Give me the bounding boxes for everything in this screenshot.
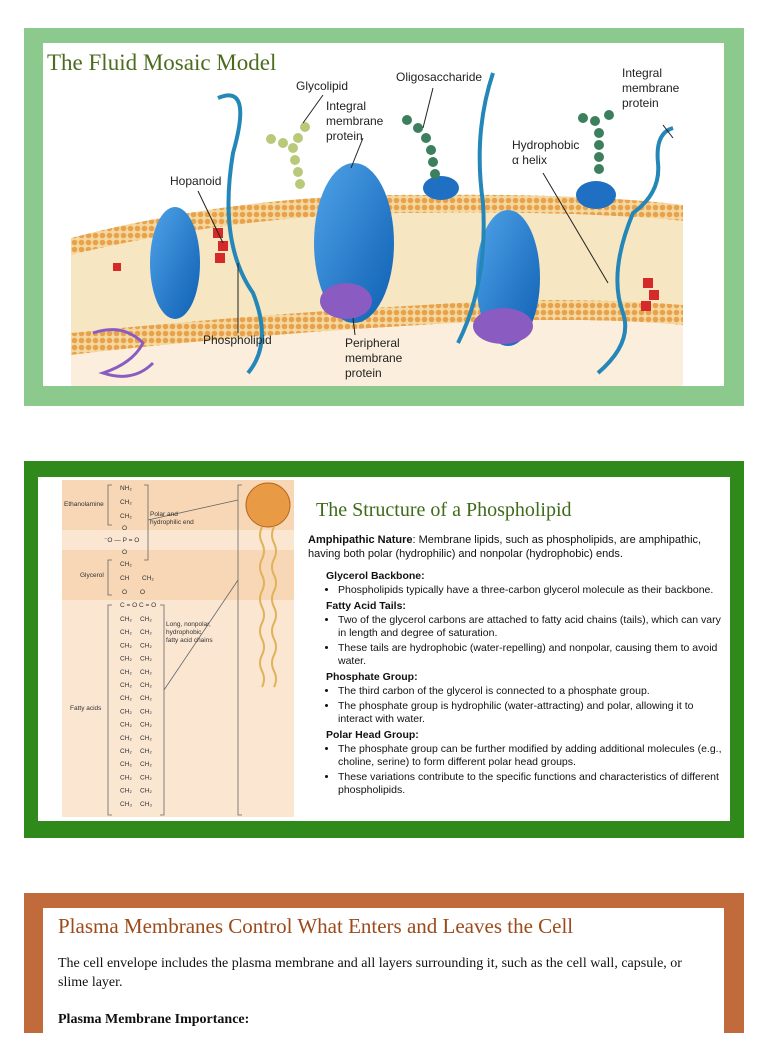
chain-group-label: CH₂ xyxy=(140,669,152,676)
membrane-upper-leaflet xyxy=(71,194,683,255)
chain-group-label: CH₂ xyxy=(120,695,132,702)
chain-group-label: CH₂ xyxy=(140,642,152,649)
section-list: Glycerol Backbone: Phospholipids typicall… xyxy=(308,569,723,797)
slide-content: The Fluid Mosaic Model Glycolipid Integr… xyxy=(43,43,724,386)
chain-group-label: CH₂ xyxy=(120,788,132,795)
chain-group-label: CH₂ xyxy=(140,682,152,689)
slide-phospholipid-structure: Ethanolamine Glycerol Fatty acids Polar … xyxy=(24,461,744,838)
svg-text:O: O xyxy=(140,589,145,596)
integral-protein-center xyxy=(314,163,394,323)
bullet-item: The phosphate group is hydrophilic (wate… xyxy=(338,700,723,726)
intro-paragraph: Amphipathic Nature: Membrane lipids, suc… xyxy=(308,534,702,560)
label-peripheral-protein: Peripheral membrane protein xyxy=(345,336,403,380)
svg-text:O: O xyxy=(122,549,127,556)
chain-group-label: CH₂ xyxy=(140,761,152,768)
bullet-list: Two of the glycerol carbons are attached… xyxy=(326,614,723,668)
svg-text:fatty acid chains: fatty acid chains xyxy=(166,637,213,644)
section-heading: Phosphate Group: xyxy=(326,671,418,683)
chain-group-label: CH₂ xyxy=(120,761,132,768)
fluid-mosaic-illustration xyxy=(71,72,683,386)
label-oligosaccharide: Oligosaccharide xyxy=(396,70,483,84)
chain-group-label: CH₂ xyxy=(140,722,152,729)
phospholipid-tail-icon xyxy=(259,526,265,688)
chain-group-label: CH₃ xyxy=(120,801,132,808)
chain-group-label: CH₂ xyxy=(120,616,132,623)
svg-text:Polar and: Polar and xyxy=(150,511,178,518)
bullet-item: Phospholipids typically have a three-car… xyxy=(338,584,723,597)
section-heading: Glycerol Backbone: xyxy=(326,570,425,582)
phospholipid-head-icon xyxy=(245,482,291,528)
integral-protein-left xyxy=(150,207,200,319)
slide-title: The Fluid Mosaic Model xyxy=(47,50,277,75)
peripheral-protein xyxy=(320,283,372,319)
chain-group-label: CH₂ xyxy=(140,616,152,623)
slide-content: Plasma Membranes Control What Enters and… xyxy=(43,908,724,1048)
svg-text:CH₂: CH₂ xyxy=(142,575,154,582)
chain-group-label: CH₂ xyxy=(140,629,152,636)
chain-group-label: CH₂ xyxy=(120,722,132,729)
chain-group-label: CH₂ xyxy=(120,774,132,781)
bullet-list: The phosphate group can be further modif… xyxy=(326,743,723,797)
slide-body: Amphipathic Nature: Membrane lipids, suc… xyxy=(308,533,723,799)
svg-text:O: O xyxy=(122,525,127,532)
chain-group-label: CH₂ xyxy=(120,735,132,742)
slide-fluid-mosaic: The Fluid Mosaic Model Glycolipid Integr… xyxy=(24,28,744,406)
slide-title: Plasma Membranes Control What Enters and… xyxy=(58,914,574,938)
chain-group-label: CH₂ xyxy=(120,629,132,636)
label-ethanolamine: Ethanolamine xyxy=(64,501,104,508)
subheading: Plasma Membrane Importance: xyxy=(58,1012,250,1027)
label-hydrophobic-helix: Hydrophobic α helix xyxy=(512,138,580,167)
chain-group-label: CH₂ xyxy=(140,656,152,663)
chain-group-label: CH₃ xyxy=(140,801,152,808)
label-hopanoid: Hopanoid xyxy=(170,174,222,188)
chain-group-label: CH₂ xyxy=(140,748,152,755)
bullet-item: Two of the glycerol carbons are attached… xyxy=(338,614,723,640)
chain-group-label: CH₂ xyxy=(140,774,152,781)
label-fatty-acids: Fatty acids xyxy=(70,705,102,712)
bullet-item: These variations contribute to the speci… xyxy=(338,771,723,797)
chain-group-label: CH₂ xyxy=(140,695,152,702)
chain-group-label: CH₂ xyxy=(120,708,132,715)
chain-group-label: CH₂ xyxy=(140,788,152,795)
svg-text:CH: CH xyxy=(120,575,130,582)
chain-group-label: CH₂ xyxy=(120,682,132,689)
label-integral-protein-2: Integral membrane protein xyxy=(622,66,680,110)
chain-group-label: CH₂ xyxy=(140,708,152,715)
bullet-list: Phospholipids typically have a three-car… xyxy=(326,584,723,597)
bullet-list: The third carbon of the glycerol is conn… xyxy=(326,685,723,726)
slide-content: Ethanolamine Glycerol Fatty acids Polar … xyxy=(38,477,730,821)
label-phospholipid: Phospholipid xyxy=(203,333,272,347)
chain-group-label: CH₂ xyxy=(120,642,132,649)
chain-group-label: CH₂ xyxy=(140,735,152,742)
bullet-item: The phosphate group can be further modif… xyxy=(338,743,723,769)
label-integral-protein-1: Integral membrane protein xyxy=(326,99,384,143)
chain-group-label: CH₂ xyxy=(120,748,132,755)
svg-text:CH₂: CH₂ xyxy=(120,499,132,506)
bullet-item: The third carbon of the glycerol is conn… xyxy=(338,685,723,698)
intro-paragraph: The cell envelope includes the plasma me… xyxy=(58,956,682,990)
label-glycerol: Glycerol xyxy=(80,572,104,579)
slide-plasma-membranes: Plasma Membranes Control What Enters and… xyxy=(24,893,744,1048)
svg-text:NH₂: NH₂ xyxy=(120,485,132,492)
section-heading: Polar Head Group: xyxy=(326,729,419,741)
svg-text:CH₂: CH₂ xyxy=(120,561,132,568)
chain-group-label: CH₂ xyxy=(120,656,132,663)
svg-text:C = O C = O: C = O C = O xyxy=(120,602,156,609)
svg-text:hydrophilic end: hydrophilic end xyxy=(150,519,194,526)
slide-title: The Structure of a Phospholipid xyxy=(316,499,572,521)
svg-text:hydrophobic: hydrophobic xyxy=(166,629,202,636)
svg-text:CH₂: CH₂ xyxy=(120,513,132,520)
label-glycolipid: Glycolipid xyxy=(296,79,349,93)
phospholipid-diagram: Ethanolamine Glycerol Fatty acids Polar … xyxy=(62,480,294,817)
svg-text:Long, nonpolar,: Long, nonpolar, xyxy=(166,621,211,628)
fatty-acid-chain-rows: CH₂ CH₂ CH₂ CH₂ CH₂ CH₂ CH₂ CH₂ CH₂ CH₂ CH₂ CH₂ CH₂ C… xyxy=(120,616,152,808)
section-heading: Fatty Acid Tails: xyxy=(326,600,406,612)
svg-text:⁻O — P = O: ⁻O — P = O xyxy=(104,537,139,544)
chain-group-label: CH₂ xyxy=(120,669,132,676)
bullet-item: These tails are hydrophobic (water-repel… xyxy=(338,642,723,668)
svg-text:O: O xyxy=(122,589,127,596)
